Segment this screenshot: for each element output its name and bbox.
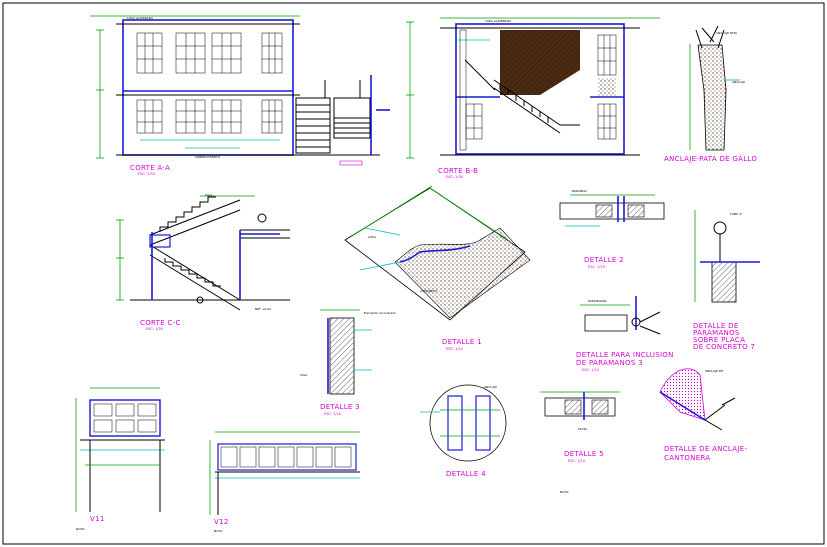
svg-text:ANCLAJE DE: ANCLAJE DE (705, 369, 723, 373)
window-v11-drawing (75, 387, 165, 512)
svg-text:ANCLAJE: ANCLAJE (484, 385, 497, 389)
detalle-paramanos-scale: ESC: 1/10 (582, 368, 599, 372)
detalle-3-drawing: Elemento Arriostrado VIGA (300, 309, 396, 395)
detalle-5-drawing: PLATA (540, 391, 620, 431)
bottom-note: NOTA: (560, 490, 569, 494)
detalle-placa-concreto-drawing: TUBO 2" (694, 210, 760, 303)
window-v11-note: NOTA: (76, 527, 85, 531)
window-v11-title: V11 (90, 515, 105, 523)
svg-text:LOSA ALIGERADA: LOSA ALIGERADA (127, 16, 154, 20)
section-a-a-title: CORTE A-A (130, 164, 170, 172)
detalle-3-title: DETALLE 3 (320, 403, 360, 411)
window-v12-title: V12 (214, 518, 229, 526)
anclaje-pata-gallo-drawing: ANCLAJE PATA ANCLAJE (689, 25, 745, 151)
detalle-3-scale: ESC: 1/10 (324, 412, 341, 416)
svg-text:VIGA: VIGA (300, 373, 308, 377)
detalle-paramanos-title-line1: DETALLE PARA INCLUSION (576, 351, 674, 359)
anclaje-pata-gallo-title: ANCLAJE-PATA DE GALLO (664, 155, 757, 163)
svg-text:BARANDA: BARANDA (572, 189, 588, 193)
svg-text:VIGA: VIGA (205, 193, 213, 197)
svg-text:Elemento Arriostrado: Elemento Arriostrado (364, 311, 396, 315)
section-b-b-drawing: LOSA ALIGERADA (406, 17, 660, 159)
svg-text:PARAMANOS: PARAMANOS (588, 299, 607, 303)
detalle-paramanos-title-line2: DE PARAMANOS 3 (576, 359, 643, 367)
section-b-b-scale: ESC: 1/50 (446, 175, 463, 179)
detalle-2-scale: ESC: 1/10 (588, 265, 605, 269)
detalle-anclaje-title-line1: DETALLE DE ANCLAJE- (664, 445, 747, 453)
section-a-a-drawing: LOSA ALIGERADA SOBRECIMIENTO (90, 15, 390, 166)
svg-text:PLATA: PLATA (578, 427, 588, 431)
svg-text:NPT +0.00: NPT +0.00 (255, 307, 271, 311)
window-v12-drawing (209, 431, 360, 515)
svg-text:ANCLAJE: ANCLAJE (732, 80, 745, 84)
detalle-1-scale: ESC: 1/10 (446, 347, 463, 351)
detalle-placa-title-line4: DE CONCRETO 7 (693, 343, 755, 351)
section-c-c-title: CORTE C-C (140, 319, 181, 327)
svg-text:SOBRECIMIENTO: SOBRECIMIENTO (195, 155, 221, 159)
detalle-placa-title-line2: PARAMANOS (693, 329, 740, 337)
section-b-b-title: CORTE B-B (438, 167, 478, 175)
detalle-1-drawing: LOSA CONCRETO (344, 185, 531, 321)
window-v12-note: NOTA: (214, 529, 223, 533)
detalle-5-title: DETALLE 5 (564, 450, 604, 458)
detalle-2-title: DETALLE 2 (584, 256, 624, 264)
section-c-c-drawing: VIGA NPT +0.00 (116, 193, 290, 311)
detalle-1-title: DETALLE 1 (442, 338, 482, 346)
svg-text:LOSA: LOSA (368, 235, 377, 239)
svg-text:ANCLAJE PATA: ANCLAJE PATA (716, 31, 738, 35)
detalle-4-title: DETALLE 4 (446, 470, 486, 478)
detalle-4-drawing: ANCLAJE (420, 384, 507, 462)
detalle-2-drawing: BARANDA (559, 189, 665, 227)
svg-text:LOSA ALIGERADA: LOSA ALIGERADA (485, 19, 512, 23)
detalle-placa-title-line1: DETALLE DE (693, 322, 739, 330)
detalle-paramanos-drawing: PARAMANOS (580, 296, 661, 335)
svg-text:TUBO 2": TUBO 2" (729, 212, 743, 216)
svg-text:CONCRETO: CONCRETO (420, 289, 438, 293)
section-c-c-scale: ESC: 1/50 (146, 327, 163, 331)
detalle-anclaje-cantonera-drawing: ANCLAJE DE (659, 368, 736, 431)
detalle-anclaje-title-line2: CANTONERA (664, 454, 710, 462)
section-a-a-scale: ESC: 1/50 (138, 172, 155, 176)
detalle-5-scale: ESC: 1/10 (568, 459, 585, 463)
detalle-placa-title-line3: SOBRE PLACA (693, 336, 745, 344)
